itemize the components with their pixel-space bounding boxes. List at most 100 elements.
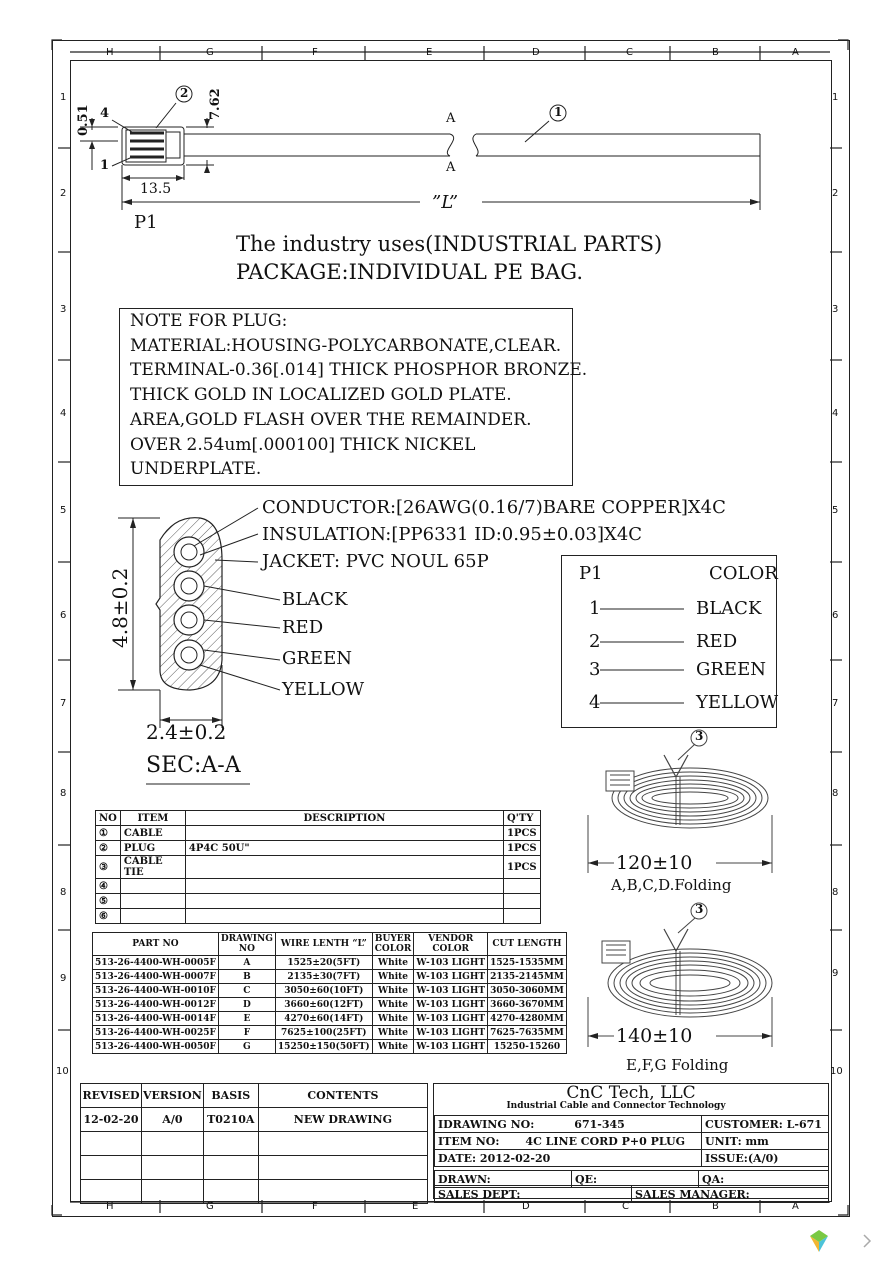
zone-label-right: 4: [832, 408, 839, 419]
item-no-value: 4C LINE CORD P+0 PLUG: [525, 1134, 686, 1148]
bom-qty: 1PCS: [503, 840, 541, 856]
company-name: CnC Tech, LLC: [566, 1083, 696, 1103]
parts-header: WIRE LENTH “L”: [274, 932, 373, 956]
note-line: AREA,GOLD FLASH OVER THE REMAINDER.: [130, 409, 532, 430]
zone-label-bottom: B: [712, 1201, 719, 1212]
zone-label-bottom: D: [522, 1201, 530, 1212]
color-row-pin: 1: [589, 598, 601, 619]
industry-line: The industry uses(INDUSTRIAL PARTS): [236, 232, 663, 256]
rev-header: BASIS: [202, 1083, 259, 1108]
note-line: MATERIAL:HOUSING-POLYCARBONATE,CLEAR.: [130, 335, 562, 356]
zone-label-right: 1: [832, 92, 839, 103]
part-no: 513-26-4400-WH-0050F: [92, 1039, 219, 1054]
zone-label-left: 2: [60, 188, 67, 199]
bom-no: ⑥: [95, 908, 121, 924]
table-row: ③ CABLE TIE 1PCS: [95, 855, 541, 879]
sales-manager-field: SALES MANAGER:: [631, 1185, 829, 1203]
note-line: NOTE FOR PLUG:: [130, 311, 288, 331]
rev-header: CONTENTS: [257, 1083, 429, 1108]
section-title: SEC:A-A: [146, 753, 241, 778]
bom-desc: [184, 893, 505, 909]
color-row-color: GREEN: [696, 659, 766, 680]
zone-label-right: 10: [830, 1066, 843, 1077]
date-field: DATE: 2012-02-20: [434, 1149, 702, 1167]
table-row: ④: [95, 878, 541, 894]
zone-label-left: 1: [60, 92, 67, 103]
zone-label-right: 8: [832, 788, 839, 799]
wire-length: 2135±30(7FT): [274, 969, 373, 984]
vendor-color: W-103 LIGHT: [413, 1025, 489, 1040]
section-width-dim: 2.4±0.2: [146, 720, 227, 744]
title-block-table: IDRAWING NO:671-345 CUSTOMER: L-671 ITEM…: [434, 1115, 829, 1167]
rev-header: REVISED: [80, 1083, 142, 1108]
section-mark-a-top: A: [446, 111, 456, 126]
part-number-table: PART NO DRAWING NO WIRE LENTH “L” BUYER …: [92, 932, 567, 1054]
bom-item: CABLE TIE: [119, 855, 186, 879]
zone-label-bottom: E: [412, 1201, 419, 1212]
zone-label-right: 5: [832, 505, 839, 516]
pin-4-label: 4: [100, 106, 110, 121]
zone-label-left: 6: [60, 610, 67, 621]
section-conductor: CONDUCTOR:[26AWG(0.16/7)BARE COPPER]X4C: [262, 497, 726, 518]
zone-label-right: 2: [832, 188, 839, 199]
rev-version: A/0: [141, 1107, 204, 1132]
vendor-color: W-103 LIGHT: [413, 955, 489, 970]
balloon-2: 2: [180, 86, 189, 100]
viewer-logo-icon[interactable]: [800, 1222, 838, 1260]
zone-label-top: C: [626, 47, 633, 58]
zone-label-right: 9: [832, 968, 839, 979]
dim-7-62: 7.62: [208, 88, 223, 120]
parts-header: PART NO: [92, 932, 219, 956]
wire-length: 4270±60(14FT): [274, 1011, 373, 1026]
part-no: 513-26-4400-WH-0007F: [92, 969, 219, 984]
drawing-outer-frame: [52, 40, 850, 1217]
issue-field: ISSUE:(A/0): [701, 1149, 829, 1167]
rev-date: 12-02-20: [80, 1107, 142, 1132]
color-table-col-color: COLOR: [709, 563, 778, 584]
bom-item: [119, 908, 186, 924]
next-page-button[interactable]: [848, 1222, 886, 1260]
vendor-color: W-103 LIGHT: [413, 997, 489, 1012]
plug-p1-label: P1: [134, 212, 158, 233]
fold-dim-2: 140±10: [616, 1025, 693, 1047]
buyer-color: White: [371, 1011, 415, 1026]
zone-label-right: 3: [832, 304, 839, 315]
parts-header: DRAWING NO: [217, 932, 276, 956]
zone-label-top: F: [312, 47, 318, 58]
drawing-no: B: [217, 969, 276, 984]
unit-field: UNIT: mm: [701, 1132, 829, 1150]
parts-header: BUYER COLOR: [371, 932, 415, 956]
bom-item: [119, 893, 186, 909]
dim-13-5: 13.5: [140, 181, 172, 197]
cut-length: 3660-3670MM: [487, 997, 567, 1012]
vendor-color: W-103 LIGHT: [413, 969, 489, 984]
note-line: THICK GOLD IN LOCALIZED GOLD PLATE.: [130, 385, 512, 406]
bom-no: ④: [95, 878, 121, 894]
company-subtitle: Industrial Cable and Connector Technolog…: [506, 1101, 726, 1111]
cut-length: 7625-7635MM: [487, 1025, 567, 1040]
drawing-no: C: [217, 983, 276, 998]
package-line: PACKAGE:INDIVIDUAL PE BAG.: [236, 260, 583, 284]
title-block-sales: SALES DEPT: SALES MANAGER:: [434, 1185, 829, 1203]
fold-label-2: E,F,G Folding: [626, 1056, 729, 1074]
cut-length: 4270-4280MM: [487, 1011, 567, 1026]
parts-header: CUT LENGTH: [487, 932, 567, 956]
zone-label-left: 10: [56, 1066, 69, 1077]
drawing-no: A: [217, 955, 276, 970]
cut-length: 3050-3060MM: [487, 983, 567, 998]
part-no: 513-26-4400-WH-0014F: [92, 1011, 219, 1026]
bom-desc: [184, 825, 505, 841]
bom-item: [119, 878, 186, 894]
table-row: [80, 1179, 429, 1204]
bom-desc: [184, 908, 505, 924]
wire-length: 1525±20(5FT): [274, 955, 373, 970]
buyer-color: White: [371, 1039, 415, 1054]
wire-length: 7625±100(25FT): [274, 1025, 373, 1040]
section-red: RED: [282, 617, 324, 638]
